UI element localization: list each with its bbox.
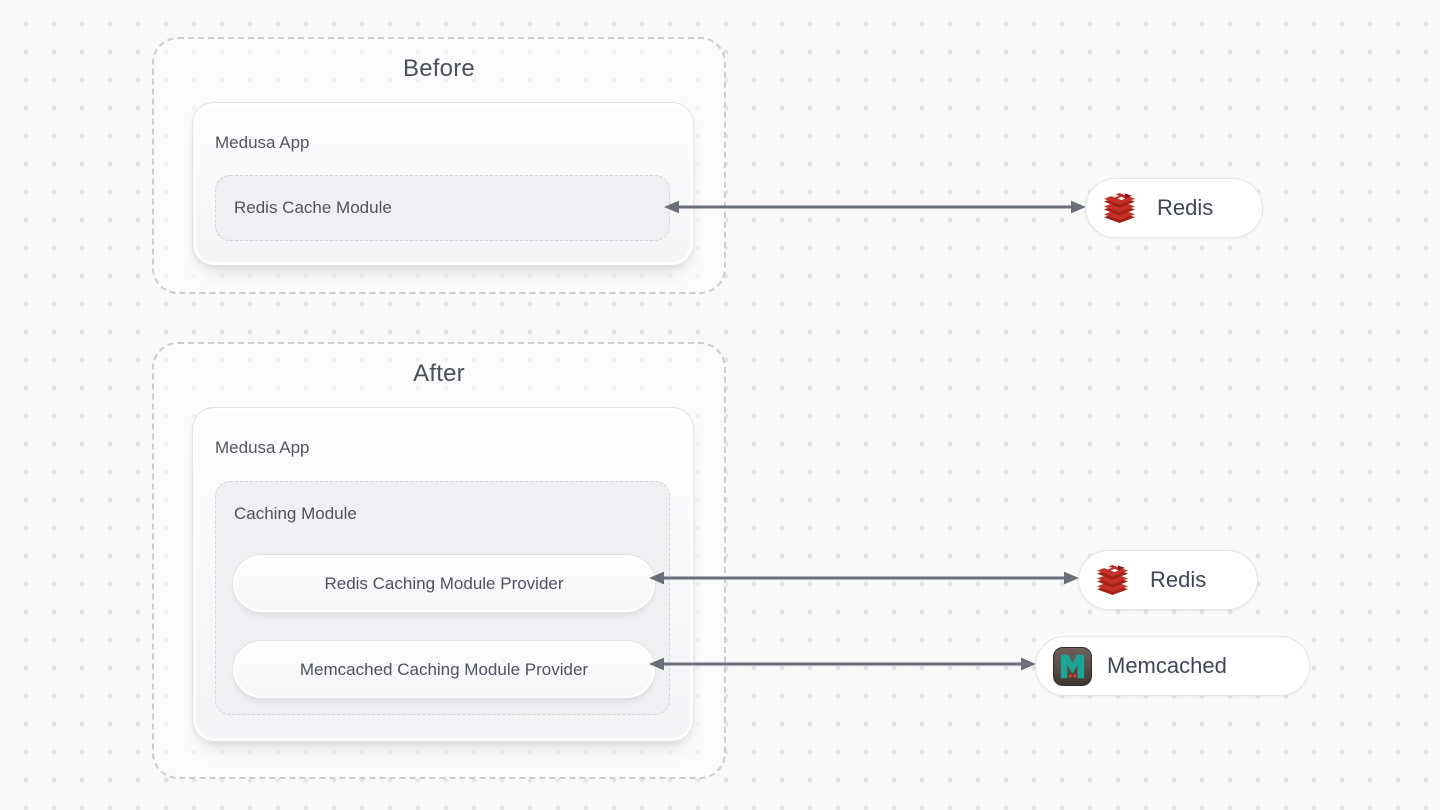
memcached-node: Memcached <box>1035 636 1310 696</box>
redis-node-before: Redis <box>1085 178 1263 238</box>
after-module-label: Caching Module <box>234 504 357 523</box>
redis-node-label: Redis <box>1150 567 1207 592</box>
before-panel: Before Medusa App Redis Cache Module <box>152 37 726 294</box>
redis-node-label: Redis <box>1157 195 1214 220</box>
redis-node-after: Redis <box>1078 550 1258 610</box>
after-title: After <box>413 360 465 387</box>
after-app-label: Medusa App <box>215 438 310 457</box>
after-redis-connection-arrow <box>649 571 1079 585</box>
memcached-caching-provider: Memcached Caching Module Provider <box>232 640 656 699</box>
memcached-icon <box>1053 646 1092 686</box>
before-medusa-app-card: Medusa App Redis Cache Module <box>192 102 694 266</box>
after-caching-module: Caching Module Redis Caching Module Prov… <box>215 481 670 715</box>
before-redis-connection-arrow <box>664 200 1086 214</box>
before-redis-cache-module: Redis Cache Module <box>215 175 670 241</box>
after-medusa-app-card: Medusa App Caching Module Redis Caching … <box>192 407 694 742</box>
before-app-label: Medusa App <box>215 133 310 152</box>
memcached-node-label: Memcached <box>1107 653 1227 678</box>
before-title: Before <box>403 55 475 82</box>
redis-icon <box>1096 564 1129 596</box>
after-memcached-connection-arrow <box>649 657 1036 671</box>
redis-icon <box>1103 192 1136 224</box>
before-module-label: Redis Cache Module <box>234 198 392 217</box>
redis-caching-provider: Redis Caching Module Provider <box>232 554 656 613</box>
after-panel: After Medusa App Caching Module Redis Ca… <box>152 342 726 779</box>
